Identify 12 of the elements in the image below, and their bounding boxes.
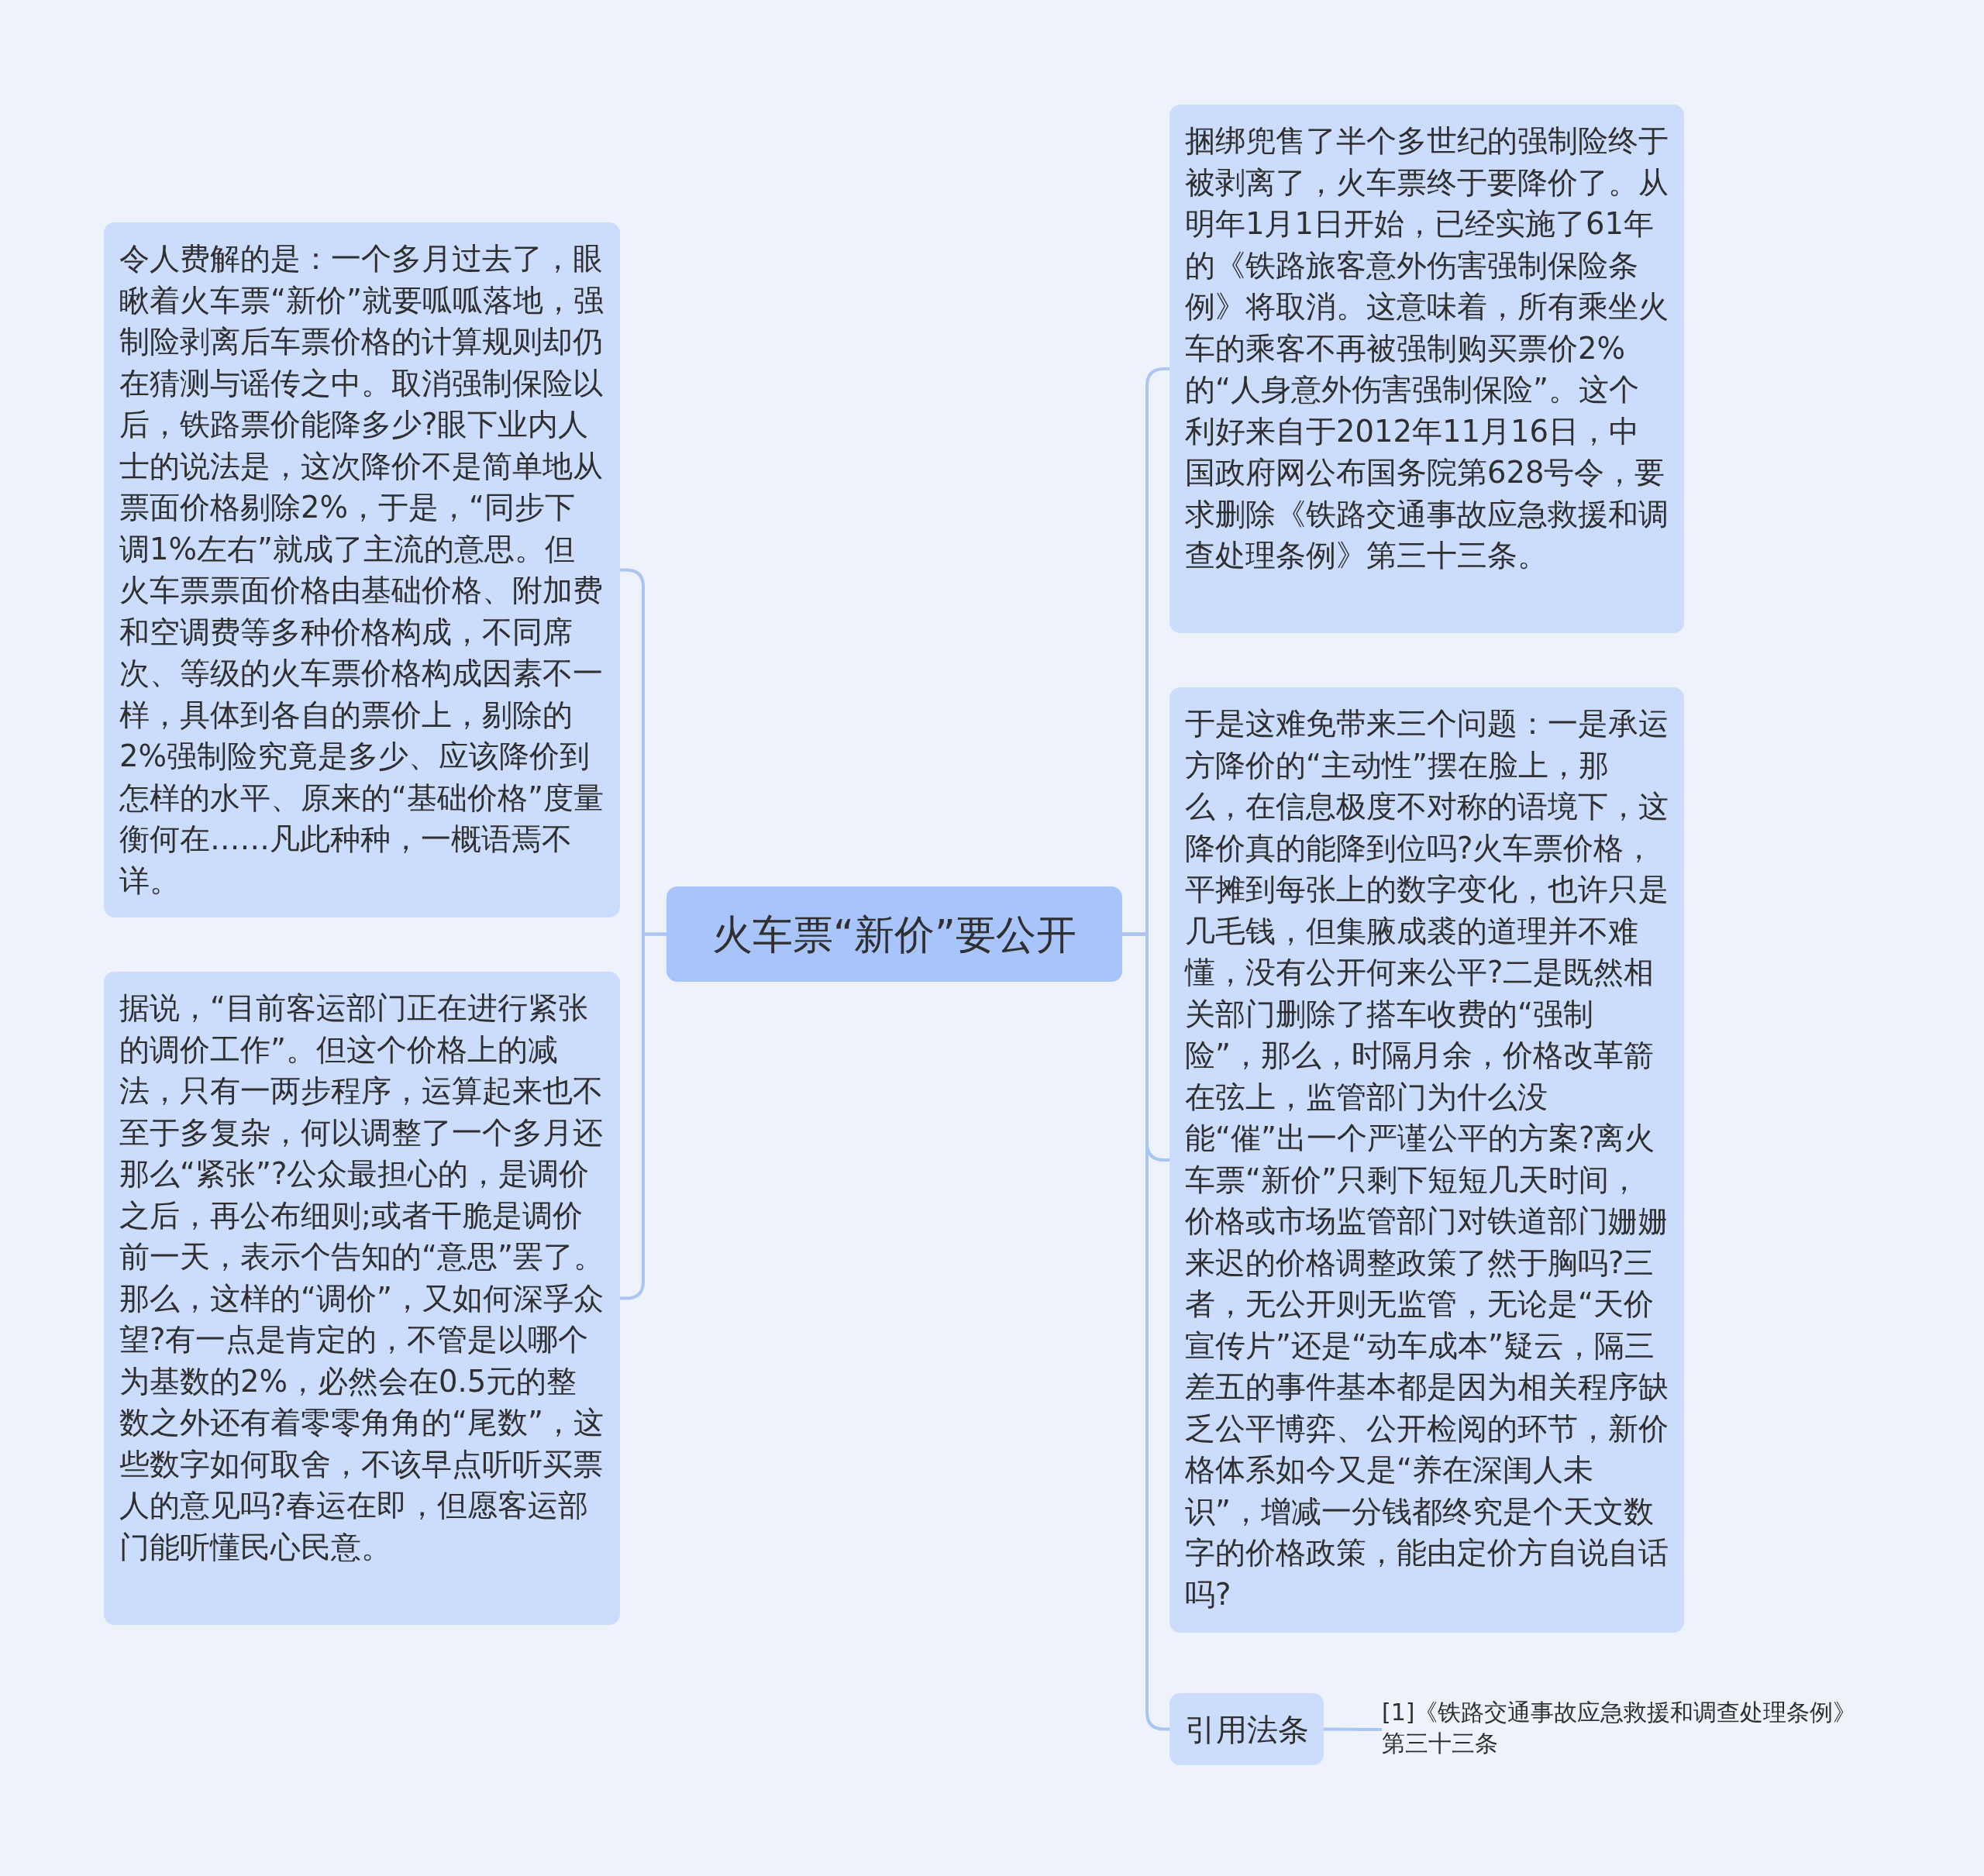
topic-text: 捆绑兜售了半个多世纪的强制险终于被剥离了，火车票终于要降价了。从明年1月1日开始，已经实施了61年的《铁路旅客意外伤害强制保险条例》将取消。这意味着，所有乘坐火车的乘客不再被强制购买票价2%的“人身意外伤害强制保险”。这个利好来自于2012年11月16日，中国政府网公布国务院第628号令，要求删除《铁路交通事故应急救援和调查处理条例》第三十三条。 — [1185, 122, 1669, 574]
citation-text: [1]《铁路交通事故应急救援和调查处理条例》第三十三条 — [1382, 1698, 1858, 1758]
topic-text: 据说，“目前客运部门正在进行紧张的调价工作”。但这个价格上的减法，只有一两步程序，运算起来也不至于多复杂，何以调整了一个多月还那么“紧张”?公众最担心的，是调价之后，再公布细则;或者干脆是调价前一天，表示个告知的“意思”罢了。那么，这样的“调价”，又如何深孚众望?有一点是肯定的，不管是以哪个为基数的2%，必然会在0.5元的整数之外还有着零零角角的“尾数”，这些数字如何取舍，不该早点听听买票人的意见吗?春运在即，但愿客运部门能听懂民心民意。 — [119, 990, 604, 1566]
topic-text: 令人费解的是：一个多月过去了，眼瞅着火车票“新价”就要呱呱落地，强制险剥离后车票价格的计算规则却仍在猜测与谣传之中。取消强制保险以后，铁路票价能降多少?眼下业内人士的说法是，这次降价不是简单地从票面价格剔除2%，于是，“同步下调1%左右”就成了主流的意思。但火车票票面价格由基础价格、附加费和空调费等多种价格构成，不同席次、等级的火车票价格构成因素不一样，具体到各自的票价上，剔除的2%强制险究竟是多少、应该降价到怎样的水平、原来的“基础价格”度量衡何在……凡此种种，一概语焉不详。 — [119, 240, 604, 900]
topic-card — [1169, 1693, 1324, 1765]
topic-card — [104, 972, 620, 1625]
central-topic — [666, 886, 1122, 982]
topic-text: 引用法条 — [1184, 1710, 1309, 1749]
topic-text: 于是这难免带来三个问题：一是承运方降价的“主动性”摆在脸上，那么，在信息极度不对称的语境下，这降价真的能降到位吗?火车票价格，平摊到每张上的数字变化，也许只是几毛钱，但集腋成裘的道理并不难懂，没有公开何来公平?二是既然相关部门删除了搭车收费的“强制险”，那么，时隔月余，价格改革箭在弦上，监管部门为什么没能“催”出一个严谨公平的方案?离火车票“新价”只剩下短短几天时间，价格或市场监管部门对铁道部门姗姗来迟的价格调整政策了然于胸吗?三者，无公开则无监管，无论是“天价宣传片”还是“动车成本”疑云，隔三差五的事件基本都是因为相关程序缺乏公平博弈、公开检阅的环节，新价格体系如今又是“养在深闺人未识”，增减一分钱都终究是个天文数字的价格政策，能由定价方自说自话吗? — [1185, 705, 1669, 1613]
topic-text: 火车票“新价”要公开 — [712, 910, 1076, 958]
connector-line — [1324, 1727, 1382, 1731]
topic-card — [1169, 105, 1684, 633]
